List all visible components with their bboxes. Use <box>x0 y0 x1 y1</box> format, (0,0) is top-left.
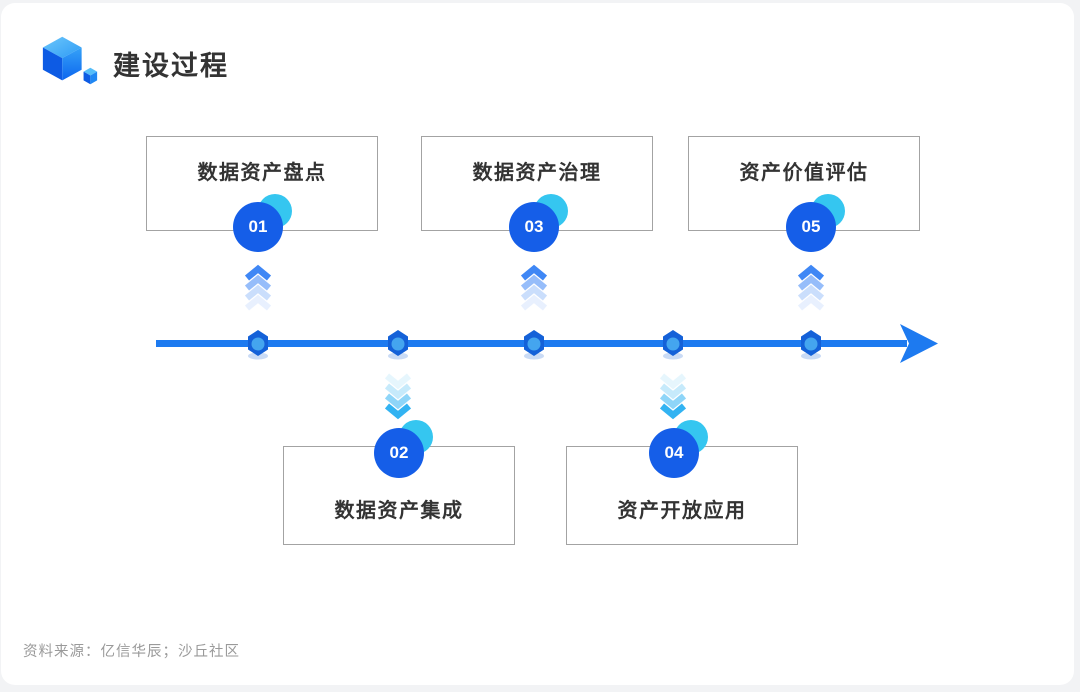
chevron-up-icon <box>797 264 825 311</box>
cube-logo-icon <box>39 35 101 92</box>
chevron-down-icon <box>384 373 412 420</box>
source-note: 资料来源：亿信华辰；沙丘社区 <box>23 644 240 660</box>
step-label: 数据资产集成 <box>334 500 464 522</box>
arrowhead-icon <box>900 324 938 363</box>
chevron-up-icon <box>244 264 272 311</box>
step-label: 数据资产治理 <box>472 162 602 184</box>
step-number-badge: 04 <box>649 428 699 478</box>
page-title: 建设过程 <box>113 51 229 81</box>
chevron-up-icon <box>520 264 548 311</box>
hexagon-node-icon <box>248 330 268 360</box>
step-number-badge: 01 <box>233 202 283 252</box>
step-label: 资产开放应用 <box>617 500 747 522</box>
step-label: 数据资产盘点 <box>197 162 327 184</box>
step-number-badge: 02 <box>374 428 424 478</box>
chevron-down-icon <box>659 373 687 420</box>
step-label: 资产价值评估 <box>739 162 869 184</box>
step-number-badge: 03 <box>509 202 559 252</box>
hexagon-node-icon <box>801 330 821 360</box>
process-diagram: 数据资产盘点 数据资产治理 资产价值评估 数据资产集成 资产开放应用 01 03… <box>1 3 1074 685</box>
header: 建设过程 <box>39 35 229 92</box>
slide-card: 建设过程 数据资产盘点 数据资产治理 资产价值评估 数据资产集成 资产开放应用 … <box>1 3 1074 685</box>
hexagon-node-icon <box>388 330 408 360</box>
step-number-badge: 05 <box>786 202 836 252</box>
hexagon-node-icon <box>663 330 683 360</box>
timeline-arrow <box>156 264 938 420</box>
hexagon-node-icon <box>524 330 544 360</box>
